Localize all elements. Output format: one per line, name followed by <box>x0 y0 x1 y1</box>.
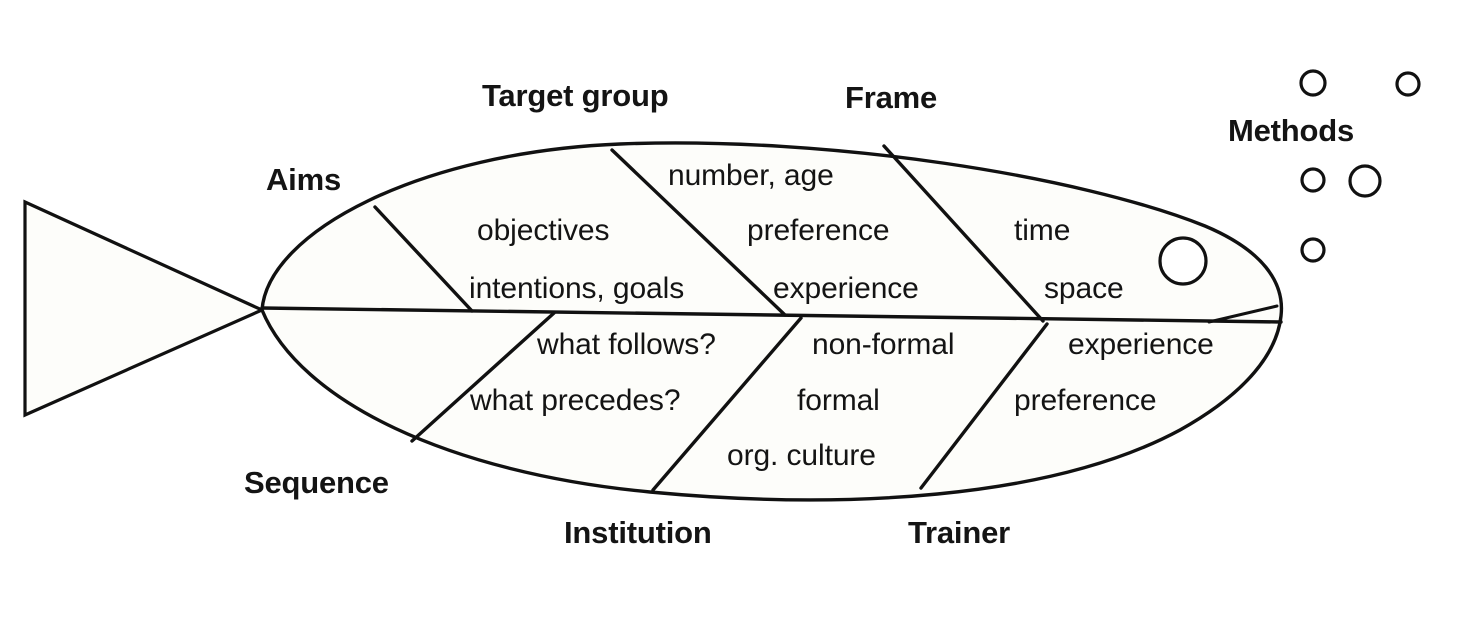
methods-bubble-1 <box>1299 69 1327 97</box>
fish-eye <box>1158 236 1208 286</box>
item-institution-formal: formal <box>797 384 880 417</box>
item-sequence-what-precedes: what precedes? <box>470 384 681 417</box>
category-label-trainer: Trainer <box>908 515 1010 550</box>
rib-upper-target-group <box>610 148 787 317</box>
item-target-group-number-age: number, age <box>668 159 834 192</box>
item-aims-objectives: objectives <box>477 214 610 247</box>
methods-bubble-3 <box>1300 167 1326 193</box>
item-trainer-experience: experience <box>1068 328 1214 361</box>
item-frame-time: time <box>1014 214 1071 247</box>
category-label-frame: Frame <box>845 80 938 115</box>
rib-upper-aims <box>373 205 474 313</box>
item-target-group-preference: preference <box>747 214 890 247</box>
methods-bubble-2 <box>1395 71 1421 97</box>
category-label-sequence: Sequence <box>244 465 389 500</box>
rib-upper-frame <box>882 144 1045 323</box>
item-trainer-preference: preference <box>1014 384 1157 417</box>
rib-lower-institution <box>651 316 803 492</box>
category-label-aims: Aims <box>266 162 342 197</box>
rib-lower-trainer <box>919 322 1049 490</box>
item-aims-intentions-goals: intentions, goals <box>469 272 685 305</box>
fish-tail <box>23 199 266 418</box>
fish-spine <box>260 306 1283 324</box>
rib-lower-sequence <box>410 311 556 443</box>
item-target-group-experience: experience <box>773 272 919 305</box>
item-institution-org-culture: org. culture <box>727 439 876 472</box>
methods-bubble-4 <box>1348 164 1382 198</box>
methods-bubble-5 <box>1300 237 1326 263</box>
category-label-methods: Methods <box>1228 113 1355 148</box>
fish-mouth <box>1207 304 1279 324</box>
category-label-target-group: Target group <box>482 78 669 113</box>
item-sequence-what-follows: what follows? <box>537 328 716 361</box>
category-label-institution: Institution <box>564 515 712 550</box>
fish-body-outline <box>260 141 1284 502</box>
item-frame-space: space <box>1044 272 1124 305</box>
item-institution-non-formal: non-formal <box>812 328 955 361</box>
